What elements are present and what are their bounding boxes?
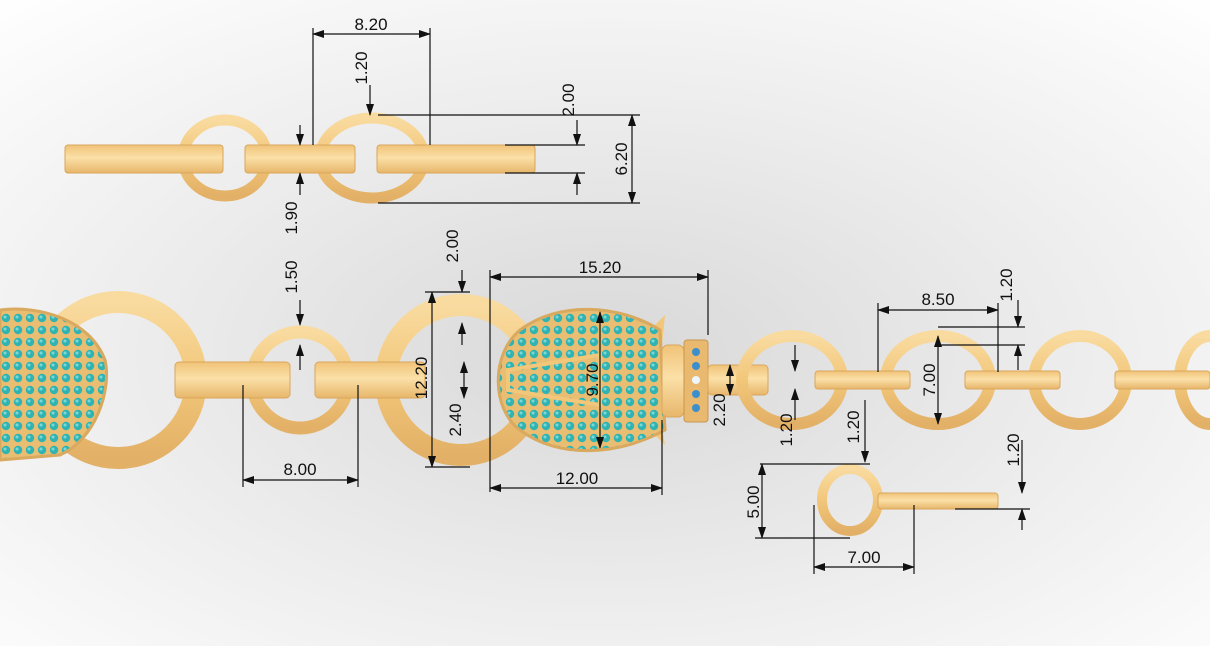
dim-big-ring-diameter: 12.20 [412, 357, 431, 400]
dim-oval-bar-b: 1.20 [844, 410, 863, 443]
dim-small-link-height: 5.00 [744, 485, 763, 518]
dim-head-body-length: 12.00 [556, 469, 599, 488]
dim-oval-bar-a: 1.20 [777, 413, 796, 446]
right-chain [736, 330, 1210, 536]
panther-head-clasp [496, 307, 769, 453]
dim-bar-height: 2.40 [446, 403, 465, 436]
dim-small-bar-thickness: 1.20 [1004, 433, 1023, 466]
panther-head-left [0, 307, 109, 462]
dim-oval-link-height: 7.00 [920, 363, 939, 396]
dim-top-link-height: 6.20 [612, 142, 631, 175]
dim-oval-link-width: 8.50 [921, 290, 954, 309]
dim-top-link-thickness: 1.20 [352, 51, 371, 84]
dim-oval-link-thickness: 1.20 [997, 268, 1016, 301]
dim-ring-spacing: 8.00 [283, 460, 316, 479]
dim-head-length: 15.20 [579, 258, 622, 277]
dim-top-bar-gap: 2.00 [559, 83, 578, 116]
dim-mid-ring-gap: 1.50 [282, 260, 301, 293]
dimension-lines [242, 28, 1030, 574]
top-chain [64, 112, 536, 204]
dim-small-link-width: 7.00 [847, 548, 880, 567]
dim-clasp-bar: 2.20 [710, 393, 729, 426]
dim-top-bar-offset: 1.90 [282, 201, 301, 234]
dim-big-ring-thickness: 2.00 [443, 229, 462, 262]
dimension-labels: 8.20 1.20 2.00 6.20 1.90 1.50 2.00 15.20… [282, 15, 1023, 567]
dim-head-height: 9.70 [583, 363, 602, 396]
dim-top-link-width: 8.20 [354, 15, 387, 34]
middle-chain [0, 291, 769, 469]
